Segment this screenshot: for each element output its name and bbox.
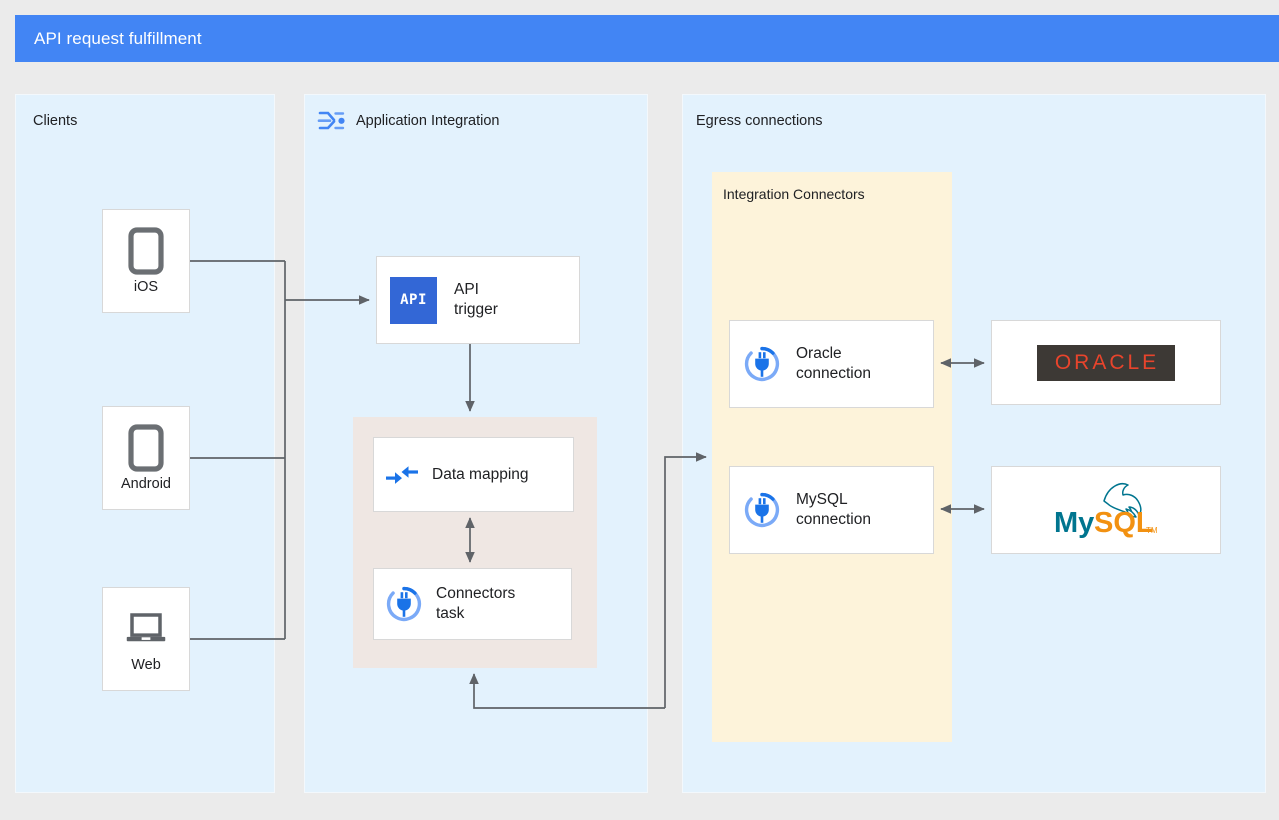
panel-application-integration-label: Application Integration: [356, 113, 500, 129]
region-integration-connectors-label: Integration Connectors: [723, 186, 865, 202]
laptop-icon: [126, 612, 166, 641]
node-mysql-backend[interactable]: My SQL TM: [991, 466, 1221, 554]
node-client-android[interactable]: Android: [102, 406, 190, 510]
node-data-mapping[interactable]: Data mapping: [373, 437, 574, 512]
panel-egress-connections-label: Egress connections: [696, 113, 823, 129]
node-label: Oracle connection: [796, 345, 871, 382]
svg-text:SQL: SQL: [1094, 507, 1154, 539]
node-label: Web: [131, 656, 161, 673]
mobile-phone-icon: [128, 424, 164, 472]
node-label: Android: [121, 475, 171, 492]
node-api-trigger[interactable]: API API trigger: [376, 256, 580, 344]
connector-plug-icon: [744, 346, 780, 382]
application-integration-icon: [317, 111, 345, 130]
api-badge-icon: API: [390, 276, 437, 324]
region-integration-connectors: [712, 172, 952, 742]
node-mysql-connection[interactable]: MySQL connection: [729, 466, 934, 554]
node-label: iOS: [133, 278, 159, 295]
node-label: MySQL connection: [796, 491, 871, 528]
data-mapping-icon: [386, 465, 418, 484]
oracle-logo: ORACLE: [1036, 344, 1176, 381]
node-connectors-task[interactable]: Connectors task: [373, 568, 572, 640]
mysql-logo: My SQL TM: [1038, 479, 1174, 541]
node-oracle-backend[interactable]: ORACLE: [991, 320, 1221, 405]
node-label: Connectors task: [436, 585, 516, 622]
node-label: API trigger: [454, 281, 498, 318]
panel-clients-label: Clients: [33, 113, 78, 129]
node-client-web[interactable]: Web: [102, 587, 190, 691]
node-label: Data mapping: [432, 465, 529, 483]
connector-plug-icon: [744, 492, 780, 528]
svg-text:My: My: [1054, 507, 1094, 539]
connector-plug-icon: [386, 586, 422, 622]
mobile-phone-icon: [128, 227, 164, 275]
node-oracle-connection[interactable]: Oracle connection: [729, 320, 934, 408]
diagram-header: API request fulfillment: [15, 15, 1279, 62]
svg-text:TM: TM: [1146, 526, 1158, 535]
page-title: API request fulfillment: [34, 28, 202, 48]
node-client-ios[interactable]: iOS: [102, 209, 190, 313]
